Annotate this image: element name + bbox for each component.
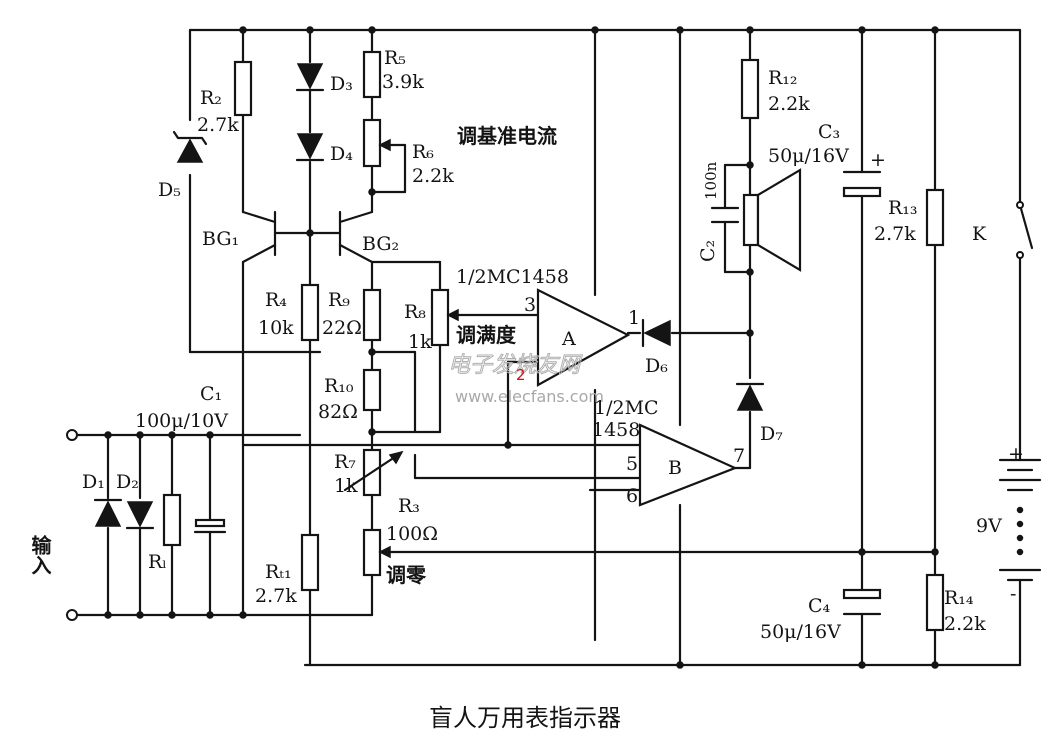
label-r5-value: 3.9k bbox=[382, 71, 424, 93]
label-r10: R₁₀ bbox=[324, 375, 354, 397]
label-c3-plus: + bbox=[870, 149, 886, 171]
junction-dots bbox=[104, 26, 939, 669]
resistor-rt1 bbox=[300, 533, 320, 592]
label-c2: C₂ bbox=[697, 240, 719, 262]
label-r12-value: 2.2k bbox=[768, 93, 810, 115]
label-ic-b-name: 1/2MC bbox=[594, 397, 659, 419]
label-r13-value: 2.7k bbox=[874, 223, 916, 245]
resistor-r10 bbox=[362, 368, 382, 412]
label-ic-b-name2: 1458 bbox=[592, 419, 640, 441]
speaker bbox=[742, 168, 802, 272]
label-r6: R₆ bbox=[412, 141, 434, 163]
label-r7-value: 1k bbox=[334, 475, 358, 497]
label-ic-a: A bbox=[561, 328, 576, 350]
label-r8-value: 1k bbox=[408, 331, 432, 353]
resistor-r6 bbox=[362, 118, 382, 168]
resistor-r3 bbox=[362, 528, 382, 577]
label-rl: Rₗ bbox=[148, 551, 167, 573]
label-c3-value: 50μ/16V bbox=[768, 145, 849, 167]
label-r5: R₅ bbox=[384, 47, 406, 69]
watermark: 电子发烧友网 www.elecfans.com 2 bbox=[448, 353, 604, 407]
resistor-r8 bbox=[430, 288, 450, 347]
label-d4: D₄ bbox=[330, 143, 353, 165]
label-adjust-zero: 调零 bbox=[386, 563, 427, 587]
diodes bbox=[93, 63, 765, 530]
label-r2: R₂ bbox=[200, 87, 222, 109]
labels: R₂ 2.7k D₅ D₃ D₄ R₅ 3.9k R₆ 2.2k 调基准电流 B… bbox=[28, 47, 1024, 643]
label-r3: R₃ bbox=[398, 495, 420, 517]
potentiometer-arrows bbox=[343, 138, 459, 559]
label-pin5: 5 bbox=[626, 453, 638, 475]
label-c1: C₁ bbox=[200, 383, 222, 405]
label-r14-value: 2.2k bbox=[944, 613, 986, 635]
label-adjust-full-scale: 调满度 bbox=[456, 323, 517, 347]
resistor-r13 bbox=[925, 188, 945, 247]
label-r9: R₉ bbox=[328, 289, 350, 311]
label-c1-value: 100μ/10V bbox=[135, 410, 228, 432]
label-r12: R₁₂ bbox=[768, 67, 798, 89]
resistor-r12 bbox=[740, 58, 760, 120]
label-d2: D₂ bbox=[116, 471, 139, 493]
label-d7: D₇ bbox=[760, 423, 783, 445]
label-c4: C₄ bbox=[808, 595, 831, 617]
label-k: K bbox=[972, 223, 987, 245]
label-pin3: 3 bbox=[524, 294, 536, 316]
watermark-url: www.elecfans.com bbox=[455, 387, 604, 406]
label-r4: R₄ bbox=[265, 289, 287, 311]
label-ic-a-name: 1/2MC1458 bbox=[456, 266, 569, 288]
label-d6: D₆ bbox=[645, 355, 668, 377]
resistor-r4 bbox=[300, 283, 320, 342]
label-battery-minus: - bbox=[1010, 583, 1016, 605]
capacitors bbox=[193, 170, 882, 616]
opamp-b bbox=[638, 423, 738, 507]
label-c2-value: 100n bbox=[702, 161, 720, 200]
label-r7: R₇ bbox=[334, 451, 356, 473]
label-pin6: 6 bbox=[626, 485, 638, 507]
resistor-r14 bbox=[925, 573, 945, 632]
label-r13: R₁₃ bbox=[888, 197, 918, 219]
label-r8: R₈ bbox=[404, 301, 426, 323]
label-r10-value: 82Ω bbox=[318, 401, 358, 423]
label-r2-value: 2.7k bbox=[197, 114, 239, 136]
label-d1: D₁ bbox=[82, 471, 105, 493]
diagram-caption: 盲人万用表指示器 bbox=[429, 704, 621, 732]
label-c4-value: 50μ/16V bbox=[760, 621, 841, 643]
label-r6-value: 2.2k bbox=[412, 165, 454, 187]
label-battery: 9V bbox=[976, 515, 1002, 537]
label-input: 输入 bbox=[28, 534, 52, 575]
label-c3: C₃ bbox=[818, 121, 840, 143]
resistor-r2 bbox=[233, 60, 253, 117]
switch-k bbox=[1016, 193, 1034, 259]
label-r3-value: 100Ω bbox=[386, 523, 438, 545]
label-d3: D₃ bbox=[330, 73, 353, 95]
label-pin1: 1 bbox=[628, 307, 640, 329]
label-d5: D₅ bbox=[158, 179, 181, 201]
label-bg2: BG₂ bbox=[362, 233, 399, 255]
opamp-a bbox=[536, 288, 631, 387]
label-pin7: 7 bbox=[733, 445, 745, 467]
label-r14: R₁₄ bbox=[944, 587, 974, 609]
label-bg1: BG₁ bbox=[202, 228, 239, 250]
label-battery-plus: + bbox=[1008, 443, 1024, 465]
watermark-red-mark: 2 bbox=[516, 366, 526, 384]
resistors bbox=[162, 50, 945, 632]
label-adjust-reference: 调基准电流 bbox=[457, 124, 557, 148]
resistor-r5 bbox=[362, 50, 382, 99]
watermark-cn: 电子发烧友网 bbox=[448, 353, 583, 378]
label-rt1-value: 2.7k bbox=[255, 585, 297, 607]
label-r4-value: 10k bbox=[258, 317, 294, 339]
battery bbox=[998, 458, 1042, 582]
input-terminals bbox=[66, 429, 78, 621]
resistor-r9 bbox=[362, 288, 382, 342]
resistor-rl bbox=[162, 493, 182, 547]
label-rt1: Rₜ₁ bbox=[265, 561, 292, 583]
label-ic-b: B bbox=[668, 457, 682, 479]
wires bbox=[76, 28, 1022, 667]
label-r9-value: 22Ω bbox=[322, 317, 362, 339]
